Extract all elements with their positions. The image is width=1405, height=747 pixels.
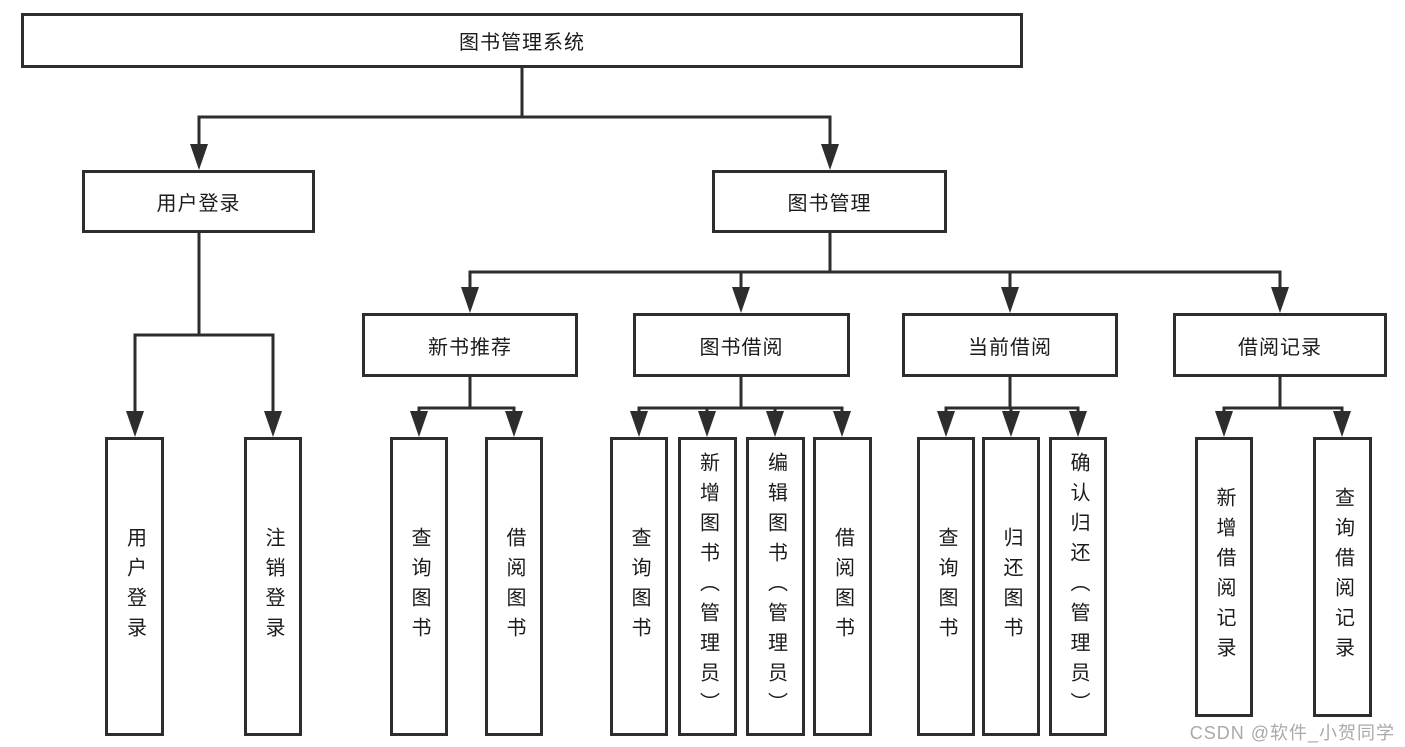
- node-label: 新书推荐: [428, 336, 512, 359]
- leaf-add-books-admin: 新增图书（管理员）: [678, 437, 737, 736]
- leaf-add-borrow-record: 新增借阅记录: [1195, 437, 1253, 717]
- leaf-confirm-return-admin: 确认归还（管理员）: [1049, 437, 1107, 736]
- leaf-label: 新增借阅记录: [1213, 487, 1235, 667]
- leaf-query-books-1: 查询图书: [390, 437, 448, 736]
- leaf-query-borrow-record: 查询借阅记录: [1313, 437, 1372, 717]
- leaf-borrow-books-1: 借阅图书: [485, 437, 543, 736]
- leaf-label: 用户登录: [123, 526, 146, 647]
- node-user-login-module: 用户登录: [82, 170, 315, 233]
- node-label: 图书管理: [787, 193, 872, 215]
- leaf-label: 查询借阅记录: [1331, 487, 1354, 667]
- leaf-label: 借阅图书: [503, 526, 525, 647]
- leaf-user-login: 用户登录: [105, 437, 164, 736]
- leaf-label: 查询图书: [935, 526, 957, 647]
- node-borrowing-records: 借阅记录: [1173, 313, 1387, 377]
- node-new-book-recommendation: 新书推荐: [362, 313, 578, 377]
- node-book-borrowing: 图书借阅: [633, 313, 850, 377]
- leaf-logout: 注销登录: [244, 437, 302, 736]
- leaf-label: 编辑图书（管理员）: [764, 451, 787, 722]
- node-label: 借阅记录: [1238, 336, 1322, 359]
- node-label: 用户登录: [156, 193, 241, 215]
- leaf-label: 归还图书: [1000, 526, 1022, 647]
- node-current-borrowing: 当前借阅: [902, 313, 1118, 377]
- leaf-return-books: 归还图书: [982, 437, 1040, 736]
- leaf-query-books-3: 查询图书: [917, 437, 975, 736]
- csdn-watermark: CSDN @软件_小贺同学: [1189, 723, 1395, 743]
- node-label: 当前借阅: [968, 336, 1052, 359]
- leaf-borrow-books-2: 借阅图书: [813, 437, 872, 736]
- leaf-label: 新增图书（管理员）: [696, 451, 719, 722]
- node-library-management-system: 图书管理系统: [21, 13, 1023, 68]
- node-label: 图书管理系统: [459, 32, 585, 54]
- leaf-label: 查询图书: [628, 526, 650, 647]
- node-book-management-module: 图书管理: [712, 170, 947, 233]
- leaf-label: 确认归还（管理员）: [1067, 451, 1089, 722]
- leaf-label: 注销登录: [262, 526, 284, 647]
- leaf-label: 借阅图书: [831, 526, 854, 647]
- node-label: 图书借阅: [699, 336, 784, 359]
- leaf-label: 查询图书: [408, 526, 430, 647]
- leaf-edit-books-admin: 编辑图书（管理员）: [746, 437, 805, 736]
- leaf-query-books-2: 查询图书: [610, 437, 668, 736]
